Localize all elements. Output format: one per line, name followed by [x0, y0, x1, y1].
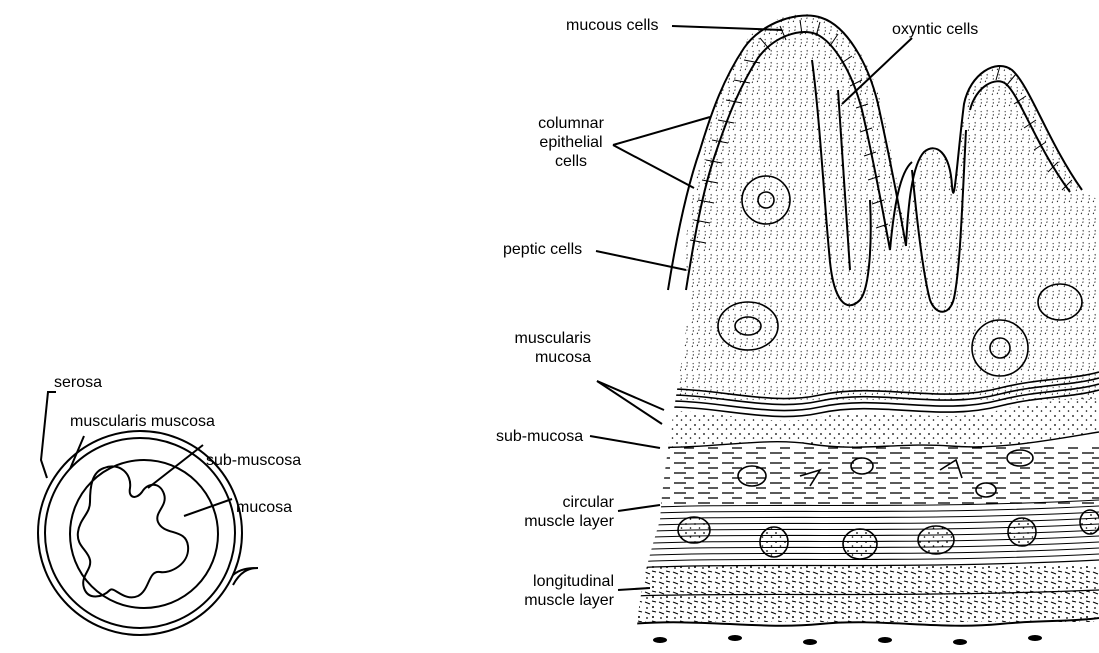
- columnar-line: columnar: [534, 114, 608, 133]
- columnar-epithelial-cells-label: columnar epithelial cells: [534, 114, 608, 171]
- peptic-cells-label: peptic cells: [503, 240, 582, 259]
- sub-mucosa-leader: [590, 436, 660, 448]
- circular-muscle-leader: [618, 505, 660, 511]
- cells-line: cells: [534, 152, 608, 171]
- sub-mucosa-label: sub-mucosa: [496, 427, 583, 446]
- muscle-layer-line: muscle layer: [490, 512, 614, 531]
- columnar-leader-a: [613, 117, 710, 145]
- circular-line: circular: [490, 493, 614, 512]
- longitudinal-line: longitudinal: [476, 572, 614, 591]
- columnar-leader-b: [613, 145, 694, 188]
- oxyntic-cells-label: oxyntic cells: [892, 20, 978, 39]
- longitudinal-muscle-layer-label: longitudinal muscle layer: [476, 572, 614, 610]
- muscle-layer-line-2: muscle layer: [476, 591, 614, 610]
- muscularis-mucosa-label: muscularis mucosa: [491, 329, 591, 367]
- circular-muscle-layer-label: circular muscle layer: [490, 493, 614, 531]
- muscularis-mucosa-leader-b: [597, 381, 662, 424]
- mucous-cells-label: mucous cells: [566, 16, 658, 35]
- muscularis-line: muscularis: [491, 329, 591, 348]
- muscularis-mucosa-leader-a: [597, 381, 664, 410]
- epithelial-line: epithelial: [534, 133, 608, 152]
- mucosa-line: mucosa: [491, 348, 591, 367]
